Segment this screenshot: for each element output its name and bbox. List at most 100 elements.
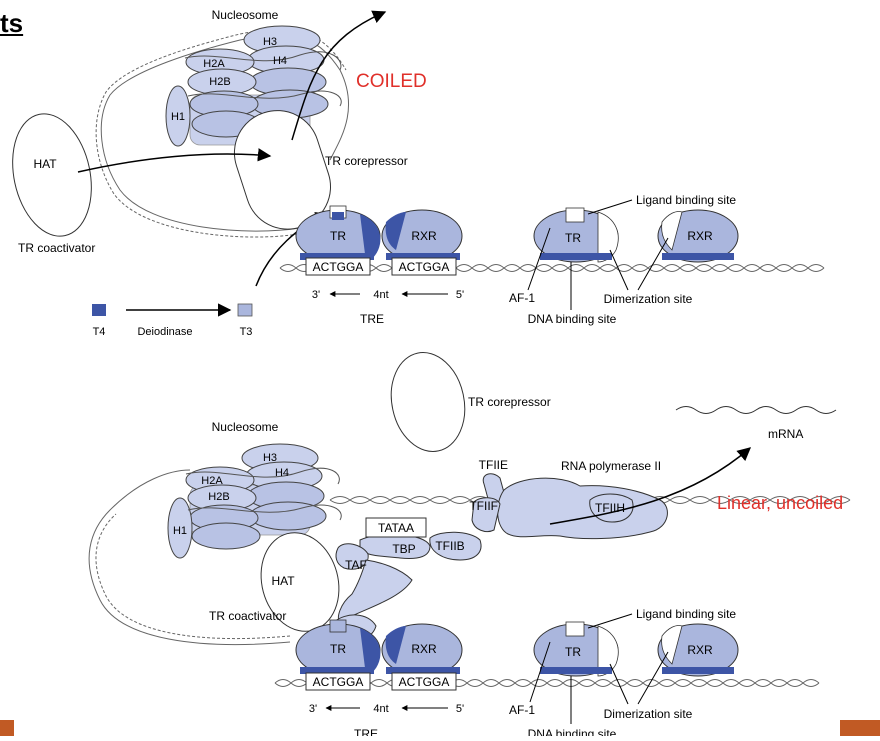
rxr-domain-dna-binding-top (662, 253, 734, 260)
h3-label-bottom: H3 (263, 452, 277, 464)
af1-label-top: AF-1 (509, 291, 535, 305)
chromatin-loop-top (100, 34, 349, 232)
tr-domain-dna-binding-top (540, 253, 612, 260)
nucleosome-wrap-2-bottom (187, 504, 342, 521)
dimer-pointer-a-bottom (609, 663, 629, 705)
tre-label-top: TRE (360, 312, 384, 326)
tr-label-top: TR (330, 229, 346, 243)
bound-t3-bottom (329, 619, 347, 633)
bound-t3-top (332, 212, 344, 220)
box-right-label-bottom: ACTGGA (399, 675, 450, 689)
h2b-label-top: H2B (209, 76, 230, 88)
nucleosome-label-top: Nucleosome (212, 8, 279, 22)
tre-half-site-left-top (305, 257, 371, 276)
rxr-right-label-bottom: RXR (687, 643, 713, 657)
h4-label-top: H4 (273, 55, 287, 67)
hat-label-top: HAT (33, 157, 57, 171)
nucleosome-wrap-2 (187, 90, 342, 107)
dimer-pointer-a-top (609, 249, 629, 291)
tr-label-bottom: TR (330, 642, 346, 656)
hat-label-bottom: HAT (271, 574, 295, 588)
tr-domain-ligand-pocket-bottom (565, 621, 585, 637)
tfiif-shape (471, 497, 501, 533)
nucleosome-wrap-1 (184, 51, 342, 71)
af1-pointer-top (527, 227, 551, 291)
five-prime-bottom: 5' (456, 703, 464, 715)
dna-strand-top-b (279, 264, 825, 272)
dimerization-label-top: Dimerization site (604, 292, 693, 306)
tr-domain-dimer-face-top (597, 211, 619, 263)
bottom-panel: Nucleosome H3 H4 H2A H2B H1 TR corepress… (88, 352, 851, 741)
rna-polymerase-ii-shape (497, 477, 668, 540)
rxr-dna-binding-domain-top (386, 253, 460, 260)
hat-arrow-top (77, 148, 272, 173)
tr-rxr-dimer-bottom (295, 619, 463, 677)
tfiie-label: TFIIE (479, 458, 508, 472)
tfiif-label: TFIIF (469, 499, 498, 513)
histone-disc-4-bottom (249, 501, 327, 531)
coactivator-label-top: TR coactivator (18, 241, 95, 255)
tr-domain-dimer-face-bottom (597, 625, 619, 677)
tbp-label: TBP (392, 542, 415, 556)
rxr-domain-dna-binding-bottom (662, 667, 734, 674)
rxr-right-label-top: RXR (687, 229, 713, 243)
dimer-pointer-b-bottom (637, 651, 669, 705)
mrna-strand (675, 406, 837, 414)
deiodinase-label: Deiodinase (137, 326, 192, 338)
transcription-machinery (333, 473, 668, 642)
tfiib-shape (429, 531, 482, 561)
tre-label-bottom: TRE (354, 727, 378, 736)
histone-h1-disc-bottom (167, 497, 193, 559)
taf-shape (335, 543, 369, 570)
polymerase-label: RNA polymerase II (561, 459, 661, 473)
ligand-pointer-bottom (587, 613, 633, 629)
tre-half-site-right-bottom (391, 672, 457, 691)
spacing-label-bottom: 4nt (373, 703, 388, 715)
tr-domain-diagram-bottom (533, 621, 739, 677)
slide-title-fragment: ts (0, 8, 24, 38)
tataa-box (365, 517, 427, 538)
nucleosome-wrap-1-bottom (185, 467, 340, 485)
rxr-dna-binding-domain-bottom (386, 667, 460, 674)
footer-accent-right (840, 720, 880, 736)
three-prime-bottom: 3' (309, 703, 317, 715)
three-prime-top: 3' (312, 289, 320, 301)
h2a-label-bottom: H2A (201, 475, 223, 487)
box-left-label-bottom: ACTGGA (313, 675, 364, 689)
spacing-label-top: 4nt (373, 289, 388, 301)
tr-dna-binding-domain-top (300, 253, 374, 260)
top-panel: Nucleosome H3 H4 H2A H2B H1 TR corepress… (12, 8, 825, 338)
ligand-site-label-bottom: Ligand binding site (636, 607, 736, 621)
h1-label-top: H1 (171, 111, 185, 123)
tr-corepressor-shape-bottom (390, 352, 466, 452)
tfiib-label: TFIIB (435, 539, 464, 553)
t3-label: T3 (240, 326, 253, 338)
h4-label-bottom: H4 (275, 467, 289, 479)
tr-rxr-dimer-top (295, 205, 463, 263)
hat-shape-top (12, 113, 92, 237)
t4-label: T4 (93, 326, 106, 338)
box-right-label-top: ACTGGA (399, 260, 450, 274)
tre-half-site-right-top (391, 257, 457, 276)
chromatin-loop-bottom (88, 469, 291, 646)
tre-half-site-left-bottom (305, 672, 371, 691)
nucleosome-label-bottom: Nucleosome (212, 420, 279, 434)
dimerization-label-bottom: Dimerization site (604, 707, 693, 721)
tr-domain-dna-binding-bottom (540, 667, 612, 674)
h3-label-top: H3 (263, 36, 277, 48)
chromatin-loop-bottom-b (95, 513, 291, 640)
af1-label-bottom: AF-1 (509, 703, 535, 717)
h2a-label-top: H2A (203, 58, 225, 70)
box-left-label-top: ACTGGA (313, 260, 364, 274)
rxr-dimerization-domain-top (385, 212, 406, 250)
rxr-label-bottom: RXR (411, 642, 437, 656)
ligand-site-label-top: Ligand binding site (636, 193, 736, 207)
dna-site-label-bottom: DNA binding site (528, 727, 617, 736)
tr-dna-binding-domain-bottom (300, 667, 374, 674)
release-arrow-top (291, 10, 387, 141)
coactivator-label-bottom: TR coactivator (209, 609, 286, 623)
tr-right-label-bottom: TR (565, 645, 581, 659)
transcription-arrow (549, 447, 752, 525)
h1-label-bottom: H1 (173, 525, 187, 537)
